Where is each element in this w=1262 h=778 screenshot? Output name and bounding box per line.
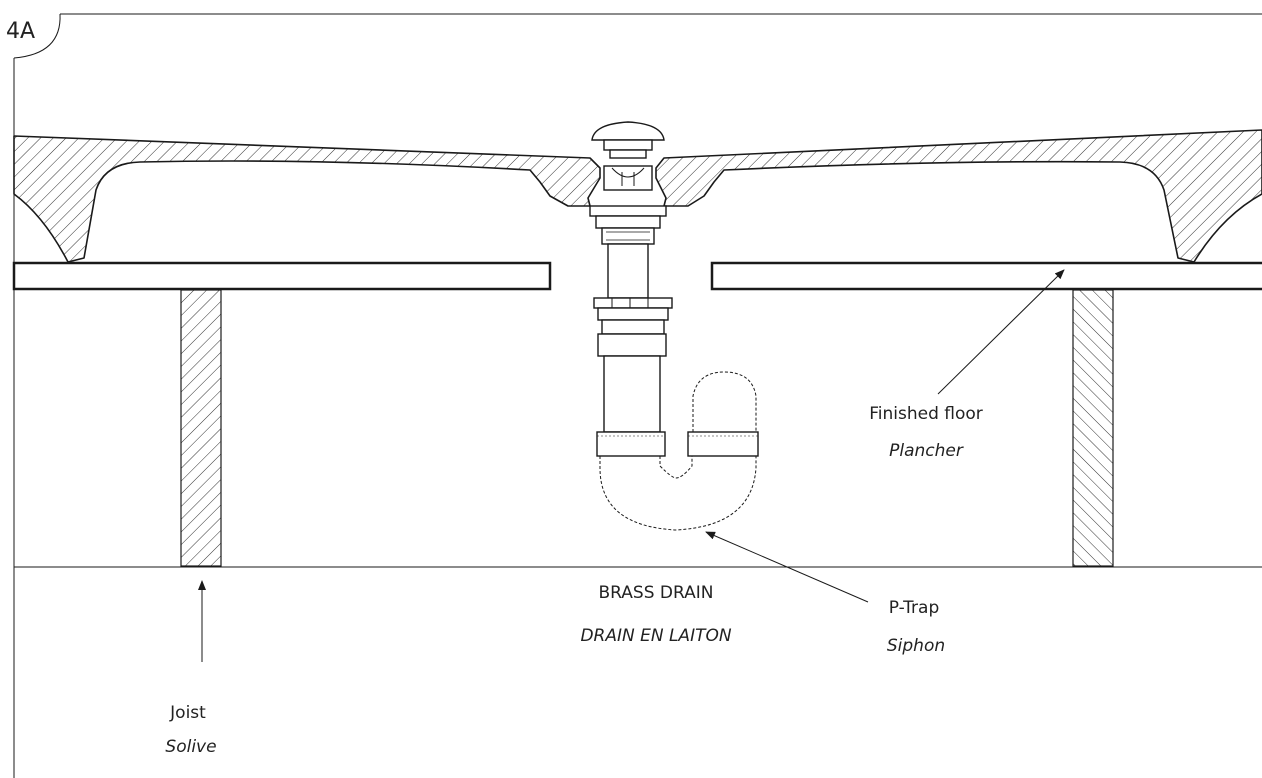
finished-floor-label-fr: Plancher <box>889 441 964 461</box>
brass-drain-label: BRASS DRAIN <box>599 583 714 603</box>
joist-label: Joist <box>169 703 206 723</box>
panel-tag: 4A <box>6 19 35 44</box>
joist-left <box>180 289 222 567</box>
p-trap <box>599 371 757 531</box>
brass-drain-label-fr: DRAIN EN LAITON <box>580 626 731 646</box>
tub-shell-right <box>655 129 1262 263</box>
finished-floor-label: Finished floor <box>869 404 983 424</box>
tub-shell-left <box>13 135 601 263</box>
p-trap-label: P-Trap <box>889 598 940 618</box>
finished-floor <box>12 261 1262 291</box>
joist-label-fr: Solive <box>165 737 216 757</box>
p-trap-leader <box>705 531 869 603</box>
p-trap-label-fr: Siphon <box>887 636 945 656</box>
finished-floor-leader <box>937 269 1065 395</box>
joist-right <box>1072 289 1114 567</box>
brass-drain <box>589 121 759 457</box>
